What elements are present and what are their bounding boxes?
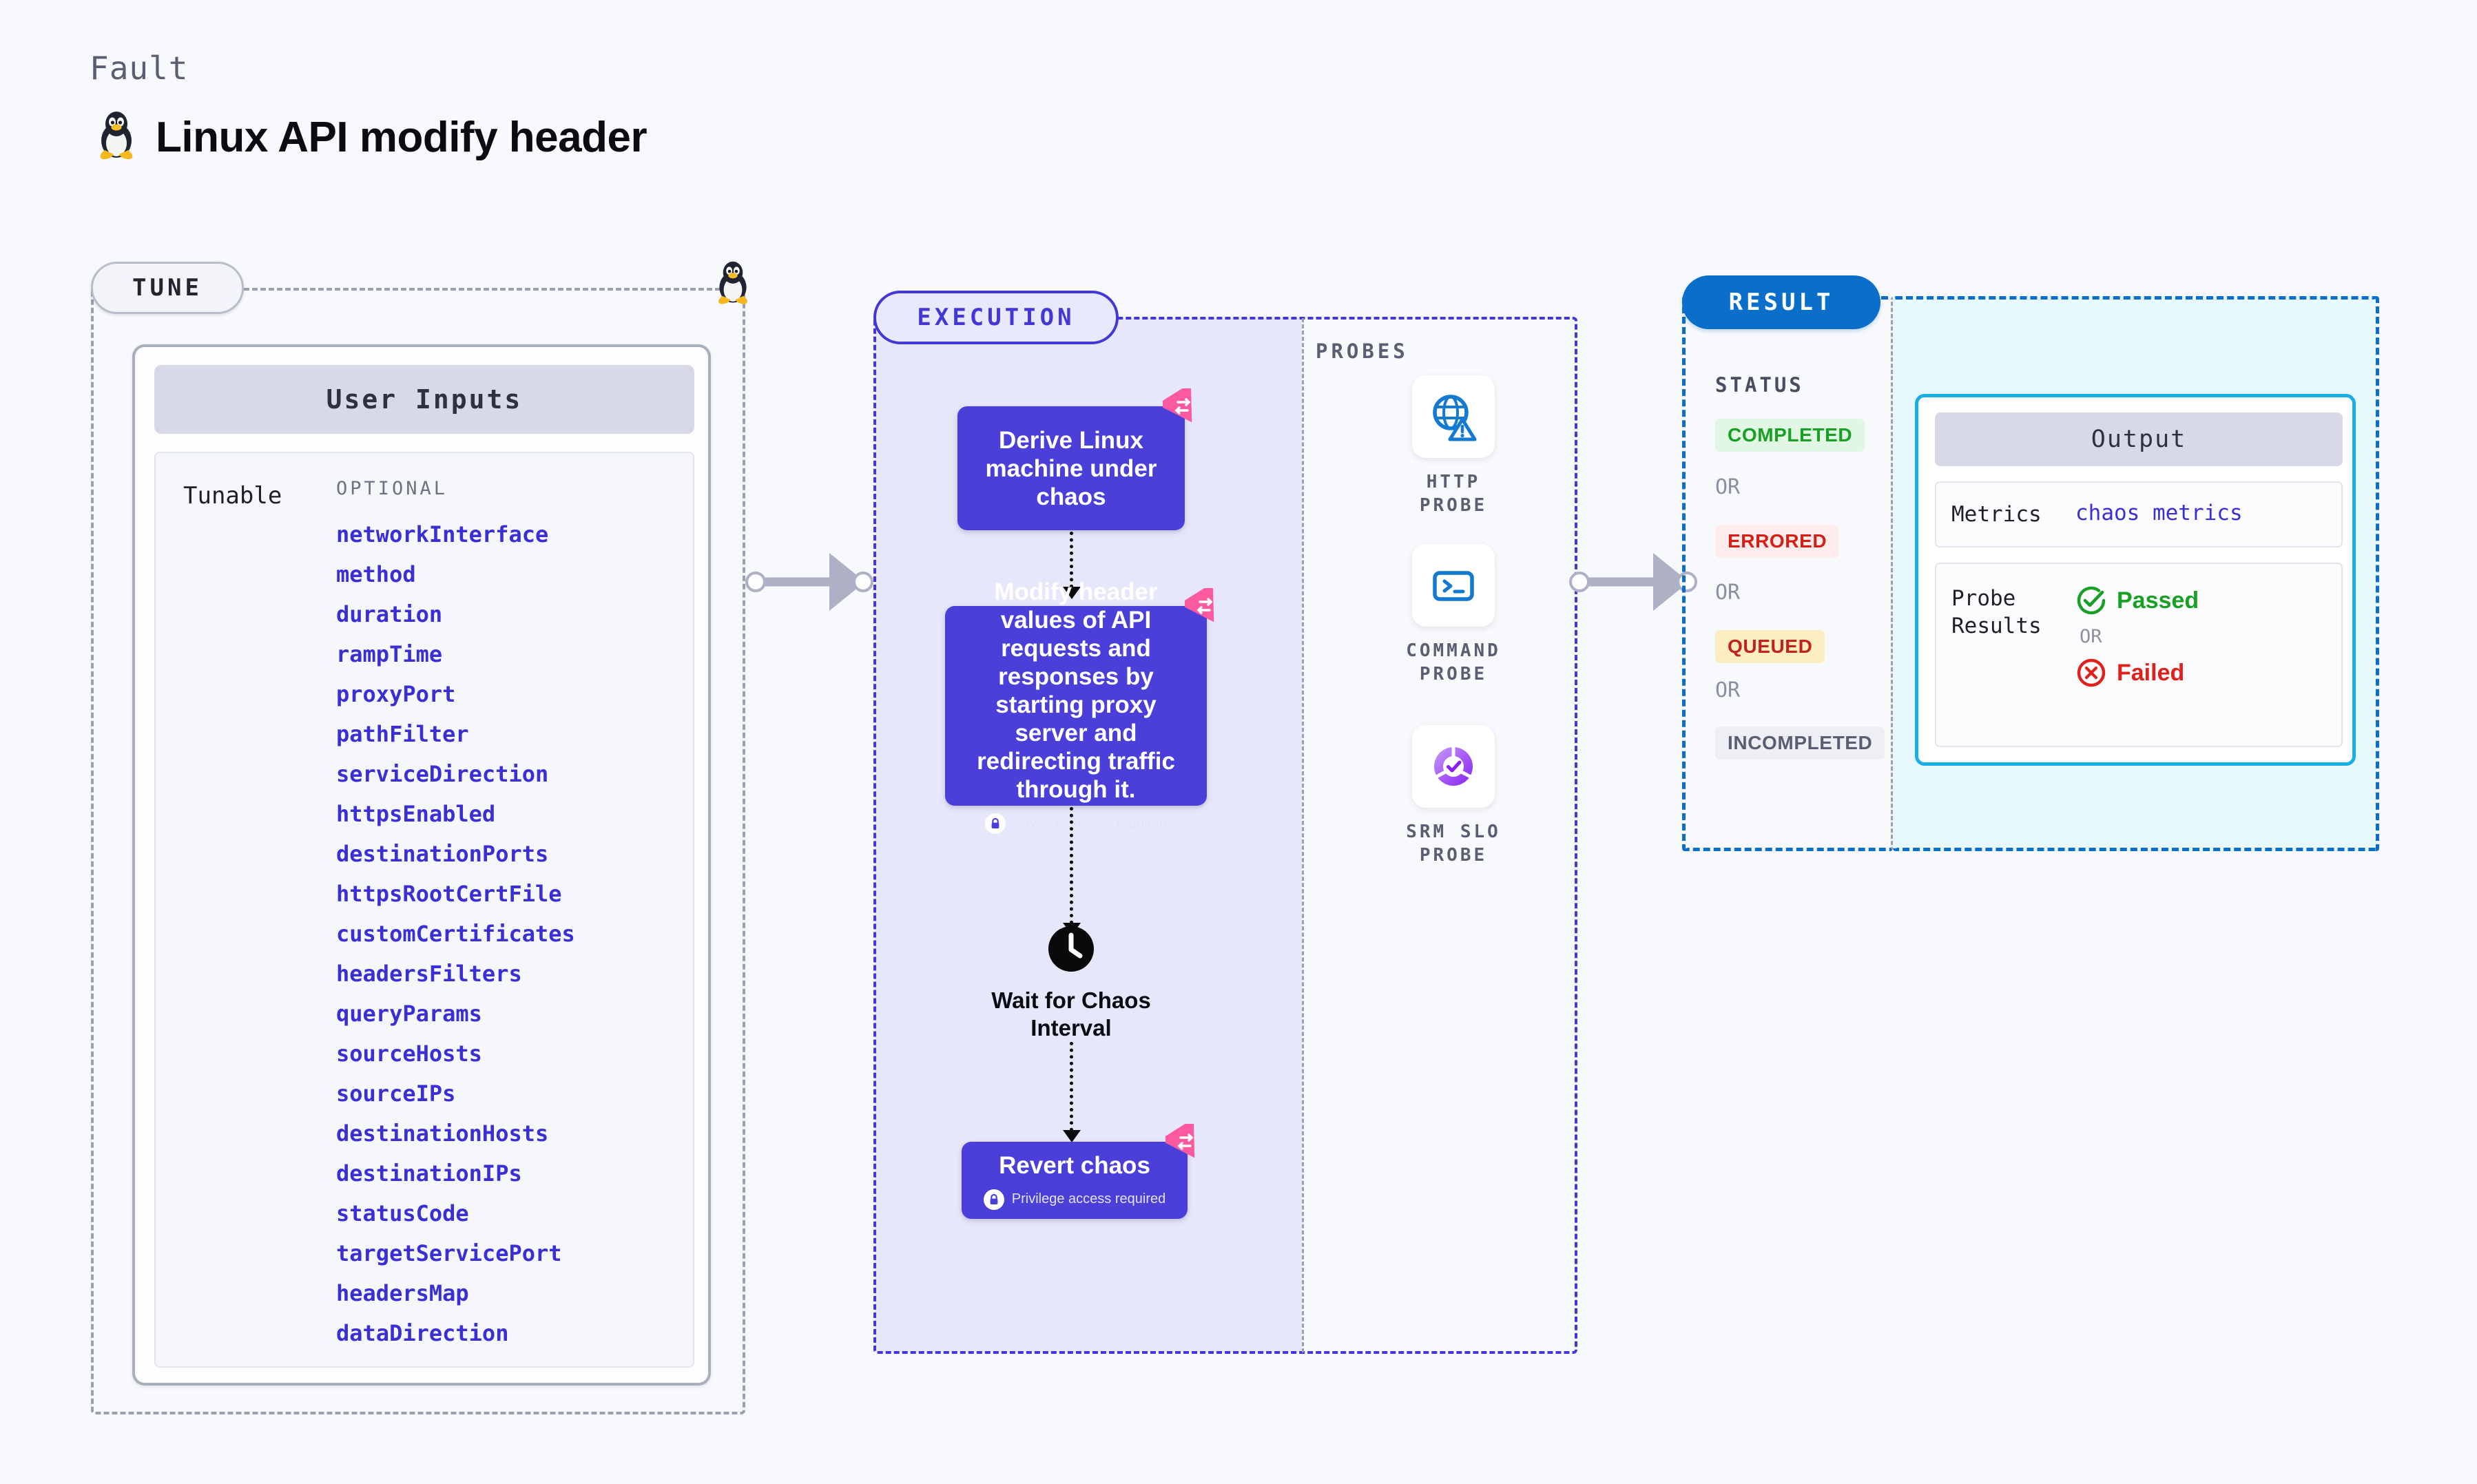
param-headersFilters[interactable]: headersFilters [336,961,522,987]
execution-region [873,317,1577,1354]
probe-result-failed-label: Failed [2117,659,2185,686]
status-or-1: OR [1715,475,1741,499]
user-inputs-title: User Inputs [154,365,694,434]
probes-divider [1302,318,1304,1352]
param-sourceHosts[interactable]: sourceHosts [336,1041,482,1067]
probe-result-failed: Failed [2075,657,2199,689]
output-card: Output Metrics chaos metrics Probe Resul… [1915,394,2356,766]
tune-region [91,288,745,1414]
output-metrics-row: Metrics chaos metrics [1935,481,2343,547]
probe-srm-slo-label: SRM SLO PROBE [1406,822,1501,866]
x-circle-icon [2077,658,2106,687]
execution-pill[interactable]: EXECUTION [873,291,1119,344]
privilege-note-label: Privilege access required [1011,1191,1166,1206]
output-metrics-value[interactable]: chaos metrics [2075,501,2243,525]
slo-donut-check-icon [1412,725,1495,808]
param-customCertificates[interactable]: customCertificates [336,921,575,947]
litmus-logo-icon [1180,584,1225,629]
terminal-icon [1412,544,1495,627]
probe-result-passed: Passed [2075,585,2199,616]
execution-step-revert[interactable]: Revert chaos Privilege access required [962,1120,1195,1219]
param-destinationIPs[interactable]: destinationIPs [336,1160,522,1187]
probes-section-label: PROBES [1316,339,1409,363]
probe-command-label: COMMAND PROBE [1406,640,1501,684]
probe-srm-slo[interactable]: SRM SLO PROBE [1391,725,1515,867]
param-dataDirection[interactable]: dataDirection [336,1320,509,1346]
param-pathFilter[interactable]: pathFilter [336,721,469,747]
param-headersMap[interactable]: headersMap [336,1280,469,1306]
param-sourceIPs[interactable]: sourceIPs [336,1080,456,1107]
param-httpsRootCertFile[interactable]: httpsRootCertFile [336,881,562,907]
probe-http[interactable]: HTTP PROBE [1391,375,1515,517]
probe-result-values: Passed OR Failed [2075,585,2199,689]
status-or-3: OR [1715,678,1741,702]
tunable-param-list: OPTIONAL networkInterface method duratio… [336,478,575,1353]
param-targetServicePort[interactable]: targetServicePort [336,1240,562,1266]
user-inputs-body: Tunable OPTIONAL networkInterface method… [154,452,694,1368]
litmus-logo-icon [1161,1120,1205,1164]
privilege-note-label: Privilege access required [1013,815,1168,831]
litmus-logo-icon [1158,384,1203,429]
execution-step-derive-label: Derive Linux machine under chaos [985,426,1157,510]
probe-http-label: HTTP PROBE [1419,472,1488,516]
probe-result-passed-label: Passed [2117,587,2199,614]
status-badge-errored: ERRORED [1715,525,1840,558]
output-probe-results-row: Probe Results Passed OR Failed [1935,563,2343,747]
status-badge-queued: QUEUED [1715,630,1825,663]
flow-connector-3 [1070,1042,1073,1131]
page-kicker: Fault [90,50,189,87]
param-queryParams[interactable]: queryParams [336,1001,482,1027]
output-metrics-key: Metrics [1951,502,2042,527]
execution-step-revert-label: Revert chaos [999,1151,1150,1179]
tune-pill[interactable]: TUNE [91,262,244,314]
probe-result-or: OR [2080,626,2102,647]
flow-connector-1 [1070,532,1073,588]
execution-step-wait-label: Wait for Chaos Interval [991,987,1151,1041]
flow-arrow-3 [1063,1130,1081,1142]
check-circle-icon [2077,586,2106,615]
globe-warning-icon [1412,375,1495,458]
connector-execution-to-result [1569,551,1697,613]
tunable-label: Tunable [183,482,282,510]
status-badge-completed: COMPLETED [1715,419,1865,452]
flow-connector-2 [1070,807,1073,924]
flow-arrow-1 [1063,587,1081,599]
param-destinationHosts[interactable]: destinationHosts [336,1120,549,1147]
execution-step-modify[interactable]: Modify header values of API requests and… [945,578,1214,834]
param-method[interactable]: method [336,561,416,587]
param-networkInterface[interactable]: networkInterface [336,521,549,547]
output-title: Output [1935,412,2343,466]
param-destinationPorts[interactable]: destinationPorts [336,841,549,867]
user-inputs-card: User Inputs Tunable OPTIONAL networkInte… [132,344,711,1386]
linux-penguin-node-icon [714,260,752,309]
execution-step-wait: Wait for Chaos Interval [964,923,1178,1042]
lock-icon [983,1189,1004,1210]
page-title-row: Linux API modify header [95,110,647,165]
connector-tune-to-execution [745,551,873,613]
param-duration[interactable]: duration [336,601,443,627]
status-section-label: STATUS [1715,373,1804,397]
param-proxyPort[interactable]: proxyPort [336,681,456,707]
optional-label: OPTIONAL [336,478,448,499]
privilege-note: Privilege access required [983,1189,1166,1210]
page-title: Linux API modify header [156,114,647,161]
param-rampTime[interactable]: rampTime [336,641,443,667]
linux-penguin-icon [95,110,138,165]
execution-step-derive[interactable]: Derive Linux machine under chaos [957,384,1192,530]
clock-icon [1045,923,1097,979]
privilege-note: Privilege access required [984,813,1168,834]
probe-command[interactable]: COMMAND PROBE [1391,544,1515,686]
result-pill[interactable]: RESULT [1682,275,1880,329]
execution-step-modify-label: Modify header values of API requests and… [977,578,1175,803]
status-badge-incompleted: INCOMPLETED [1715,727,1885,760]
param-serviceDirection[interactable]: serviceDirection [336,761,549,787]
lock-icon [984,813,1006,834]
param-statusCode[interactable]: statusCode [336,1200,469,1226]
status-or-2: OR [1715,581,1741,605]
param-httpsEnabled[interactable]: httpsEnabled [336,801,496,827]
output-probe-results-key: Probe Results [1951,586,2042,638]
